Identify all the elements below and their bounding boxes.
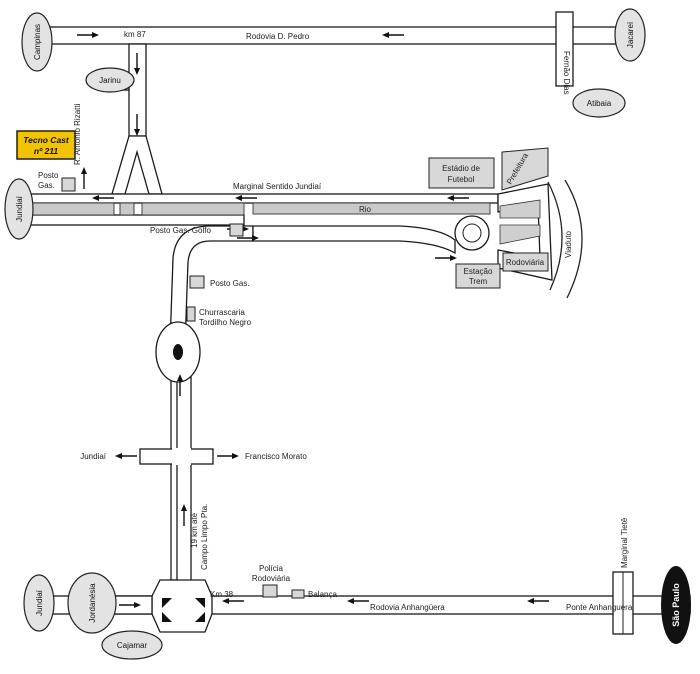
city-jordanesia-oval — [67, 572, 117, 634]
label-estacao-1: Estação — [464, 267, 493, 276]
label-balanca: Balança — [308, 590, 337, 599]
city-jundiai-top-oval — [4, 178, 34, 240]
roundabout-small-island — [173, 344, 183, 360]
arrow-right-francisco-morato — [216, 452, 240, 460]
label-rodovia-anhanguera: Rodovia Anhangüera — [370, 603, 445, 612]
city-campinas-oval — [21, 12, 53, 72]
label-posto-gas-golfo: Posto Gas. Golfo — [150, 226, 211, 235]
label-marginal-tiete: Marginal Tietê — [620, 517, 629, 568]
estacao-building — [455, 263, 501, 289]
road-fernao-dias — [555, 11, 574, 87]
destination-box — [16, 130, 76, 160]
label-atibaia: Atibaia — [587, 99, 612, 108]
label-marginal-sentido-jundiai: Marginal Sentido Jundiaí — [233, 182, 322, 191]
interchange-triangle-3 — [162, 612, 172, 622]
label-ponte-anhanguera: Ponte Anhanguera — [566, 603, 633, 612]
destination-label-line2: nº 211 — [34, 146, 58, 156]
arrow-up-rizatti — [80, 166, 88, 190]
arrow-left-jundiai — [114, 452, 138, 460]
median-block — [119, 202, 135, 216]
viaduto-line-inner — [547, 181, 563, 291]
posto-gas-mid-building — [189, 275, 205, 289]
label-rio: Rio — [359, 205, 372, 214]
city-atibaia-oval — [572, 88, 626, 118]
label-posto-gas-top-1: Posto — [38, 171, 59, 180]
churrascaria-building — [186, 306, 196, 322]
viaduto-island-lower — [499, 224, 541, 245]
viaduto-island-upper — [499, 199, 541, 219]
label-direction-francisco-morato: Francisco Morato — [245, 452, 307, 461]
label-rodovia-d-pedro: Rodovia D. Pedro — [246, 32, 310, 41]
label-km38: Km 38 — [210, 590, 234, 599]
label-churrascaria-1: Churrascaria — [199, 308, 245, 317]
estadio-building — [428, 157, 495, 189]
label-km87: km 87 — [124, 30, 146, 39]
median-strip-2 — [141, 202, 245, 216]
road-y-junction — [111, 135, 163, 195]
river-strip — [252, 202, 491, 215]
city-jacarei-oval — [614, 8, 646, 62]
label-campinas: Campinas — [33, 24, 42, 60]
label-cajamar: Cajamar — [117, 641, 148, 650]
label-campo-limpo-1: 19 km até — [190, 512, 199, 548]
posto-golfo-building — [229, 223, 244, 237]
arrow-right-rodoviaria — [434, 254, 458, 262]
road-south-lane-right — [176, 359, 192, 586]
label-viaduto: Viaduto — [564, 230, 573, 258]
label-posto-gas-mid: Posto Gas. — [210, 279, 250, 288]
road-marginal-rodoviaria — [252, 225, 456, 255]
label-direction-jundiai: Jundiaí — [80, 452, 107, 461]
label-r-antonio-rizatti: R. Antonio Rizatti — [73, 103, 82, 165]
label-estadio-2: Futebol — [448, 175, 475, 184]
interchange-triangle-2 — [195, 598, 205, 608]
city-cajamar-oval — [101, 630, 163, 660]
label-rodoviaria: Rodoviária — [506, 258, 545, 267]
median-strip-1 — [29, 202, 115, 216]
rodoviaria-building — [502, 252, 549, 272]
viaduto-line-outer — [564, 179, 583, 299]
policia-building — [262, 584, 278, 598]
label-policia-2: Rodoviária — [252, 574, 291, 583]
interchange-triangle-4 — [195, 612, 205, 622]
label-jundiai-bottom: Jundiaí — [35, 589, 44, 616]
prefeitura-building — [501, 147, 549, 191]
city-sao-paulo-oval — [661, 566, 691, 644]
label-jordanesia: Jordanésia — [88, 583, 97, 623]
label-fernao-dias: Fernão Dias — [562, 51, 571, 95]
label-churrascaria-2: Tordilho Negro — [199, 318, 252, 327]
label-jundiai-top: Jundiaí — [15, 195, 24, 222]
roundabout-rodoviaria-island — [462, 223, 482, 243]
label-jarinu: Jarinu — [99, 76, 121, 85]
label-sao-paulo: São Paulo — [671, 583, 681, 627]
city-jundiai-bottom-oval — [23, 574, 55, 632]
label-policia-1: Polícia — [259, 564, 284, 573]
label-jacarei: Jacareí — [626, 21, 635, 48]
interchange-triangle-1 — [162, 598, 172, 608]
label-posto-gas-top-2: Gas. — [38, 181, 55, 190]
destination-label-line1: Tecno Cast — [23, 135, 70, 145]
label-campo-limpo-2: Campo Limpo Pta. — [200, 504, 209, 570]
posto-gas-top-building — [61, 177, 76, 192]
balanca-building — [291, 589, 305, 599]
label-estacao-2: Trem — [469, 277, 488, 286]
crossroad-junction-fill — [172, 448, 191, 465]
city-jarinu-oval — [85, 67, 135, 93]
label-estadio-1: Estádio de — [442, 164, 480, 173]
road-marginal-lower — [29, 214, 245, 226]
